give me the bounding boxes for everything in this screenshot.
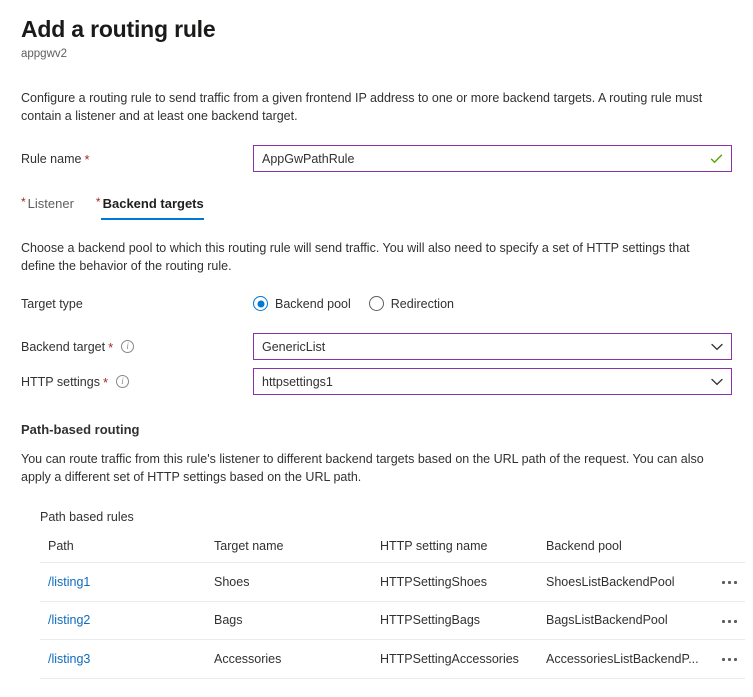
ellipsis-icon[interactable] xyxy=(715,652,743,668)
radio-selected-icon xyxy=(253,296,268,311)
table-row: /listing3 Accessories HTTPSettingAccesso… xyxy=(40,639,745,679)
cell-actions xyxy=(705,562,745,602)
ellipsis-icon[interactable] xyxy=(715,613,743,629)
rule-name-label-text: Rule name xyxy=(21,151,82,166)
path-based-rules-caption: Path based rules xyxy=(40,510,134,524)
cell-path: /listing3 xyxy=(40,639,206,679)
tab-backend-targets-label: Backend targets xyxy=(102,196,204,211)
info-icon[interactable]: i xyxy=(121,340,135,353)
target-type-radio-group: Backend pool Redirection xyxy=(253,296,454,311)
rule-name-field-wrap xyxy=(253,145,732,172)
radio-backend-pool-label: Backend pool xyxy=(275,296,351,311)
table-row: /listing1 Shoes HTTPSettingShoes ShoesLi… xyxy=(40,562,745,602)
info-icon[interactable]: i xyxy=(116,375,130,388)
http-settings-row: HTTP settings * i httpsettings1 xyxy=(0,368,753,395)
http-settings-label: HTTP settings * i xyxy=(21,375,253,389)
backend-target-select-wrap: GenericList xyxy=(253,333,732,360)
cell-http-setting-name: HTTPSettingBags xyxy=(372,601,538,640)
cell-actions xyxy=(705,639,745,679)
http-settings-label-text: HTTP settings xyxy=(21,374,100,389)
path-link[interactable]: /listing1 xyxy=(48,574,91,589)
path-link[interactable]: /listing3 xyxy=(48,651,91,666)
page-subtitle: appgwv2 xyxy=(21,48,68,60)
table-row: /listing2 Bags HTTPSettingBags BagsListB… xyxy=(40,601,745,640)
required-asterisk-icon: * xyxy=(95,195,101,209)
http-settings-select[interactable]: httpsettings1 xyxy=(253,368,732,395)
cell-backend-pool: AccessoriesListBackendP... xyxy=(538,639,705,679)
cell-http-setting-name: HTTPSettingAccessories xyxy=(372,639,538,679)
required-asterisk-icon: * xyxy=(102,375,109,390)
required-asterisk-icon: * xyxy=(84,152,90,167)
required-asterisk-icon: * xyxy=(108,340,114,355)
backend-target-select[interactable]: GenericList xyxy=(253,333,732,360)
path-link[interactable]: /listing2 xyxy=(48,613,91,628)
cell-http-setting-name: HTTPSettingShoes xyxy=(372,562,538,602)
cell-actions xyxy=(705,601,745,640)
radio-redirection[interactable]: Redirection xyxy=(368,296,454,311)
rule-name-label: Rule name * xyxy=(21,151,253,167)
required-asterisk-icon: * xyxy=(21,195,26,209)
path-based-rules-table: Path Target name HTTP setting name Backe… xyxy=(40,539,745,679)
rule-name-row: Rule name * xyxy=(0,145,753,172)
backend-target-label: Backend target * i xyxy=(21,340,253,354)
path-based-rules-block: Path based rules Path Target name HTTP s… xyxy=(0,510,753,679)
radio-backend-pool[interactable]: Backend pool xyxy=(253,296,351,311)
tab-strip: * Listener * Backend targets xyxy=(0,196,753,220)
http-settings-select-wrap: httpsettings1 xyxy=(253,368,732,395)
tab-listener[interactable]: * Listener xyxy=(21,196,74,220)
table-header-row: Path Target name HTTP setting name Backe… xyxy=(40,539,745,563)
tab-listener-label: Listener xyxy=(27,196,74,211)
cell-path: /listing1 xyxy=(40,562,206,602)
cell-target-name: Bags xyxy=(206,601,372,640)
column-header-http-setting-name: HTTP setting name xyxy=(372,539,538,563)
column-header-target-name: Target name xyxy=(206,539,372,563)
radio-unselected-icon xyxy=(368,296,384,311)
intro-description: Configure a routing rule to send traffic… xyxy=(21,91,703,123)
backend-target-row: Backend target * i GenericList xyxy=(0,333,753,360)
cell-target-name: Accessories xyxy=(206,639,372,679)
radio-redirection-label: Redirection xyxy=(390,296,454,311)
cell-backend-pool: ShoesListBackendPool xyxy=(538,562,705,602)
target-type-row: Target type Backend pool Redirection xyxy=(0,296,753,311)
cell-backend-pool: BagsListBackendPool xyxy=(538,601,705,640)
backend-target-selected-value: GenericList xyxy=(262,339,326,354)
backend-targets-description: Choose a backend pool to which this rout… xyxy=(21,241,690,273)
cell-path: /listing2 xyxy=(40,601,206,640)
ellipsis-icon[interactable] xyxy=(715,575,743,591)
page-title: Add a routing rule xyxy=(21,16,216,42)
rule-name-input[interactable] xyxy=(253,145,732,172)
column-header-path: Path xyxy=(40,539,206,563)
path-based-routing-description: You can route traffic from this rule's l… xyxy=(21,452,704,484)
column-header-backend-pool: Backend pool xyxy=(538,539,705,563)
backend-target-label-text: Backend target xyxy=(21,339,106,354)
http-settings-selected-value: httpsettings1 xyxy=(262,374,333,389)
tab-backend-targets[interactable]: * Backend targets xyxy=(96,196,204,220)
cell-target-name: Shoes xyxy=(206,562,372,602)
path-based-routing-heading: Path-based routing xyxy=(21,422,140,437)
column-header-actions xyxy=(705,539,745,563)
target-type-label: Target type xyxy=(21,296,83,311)
page-header: Add a routing rule appgwv2 xyxy=(0,0,753,62)
